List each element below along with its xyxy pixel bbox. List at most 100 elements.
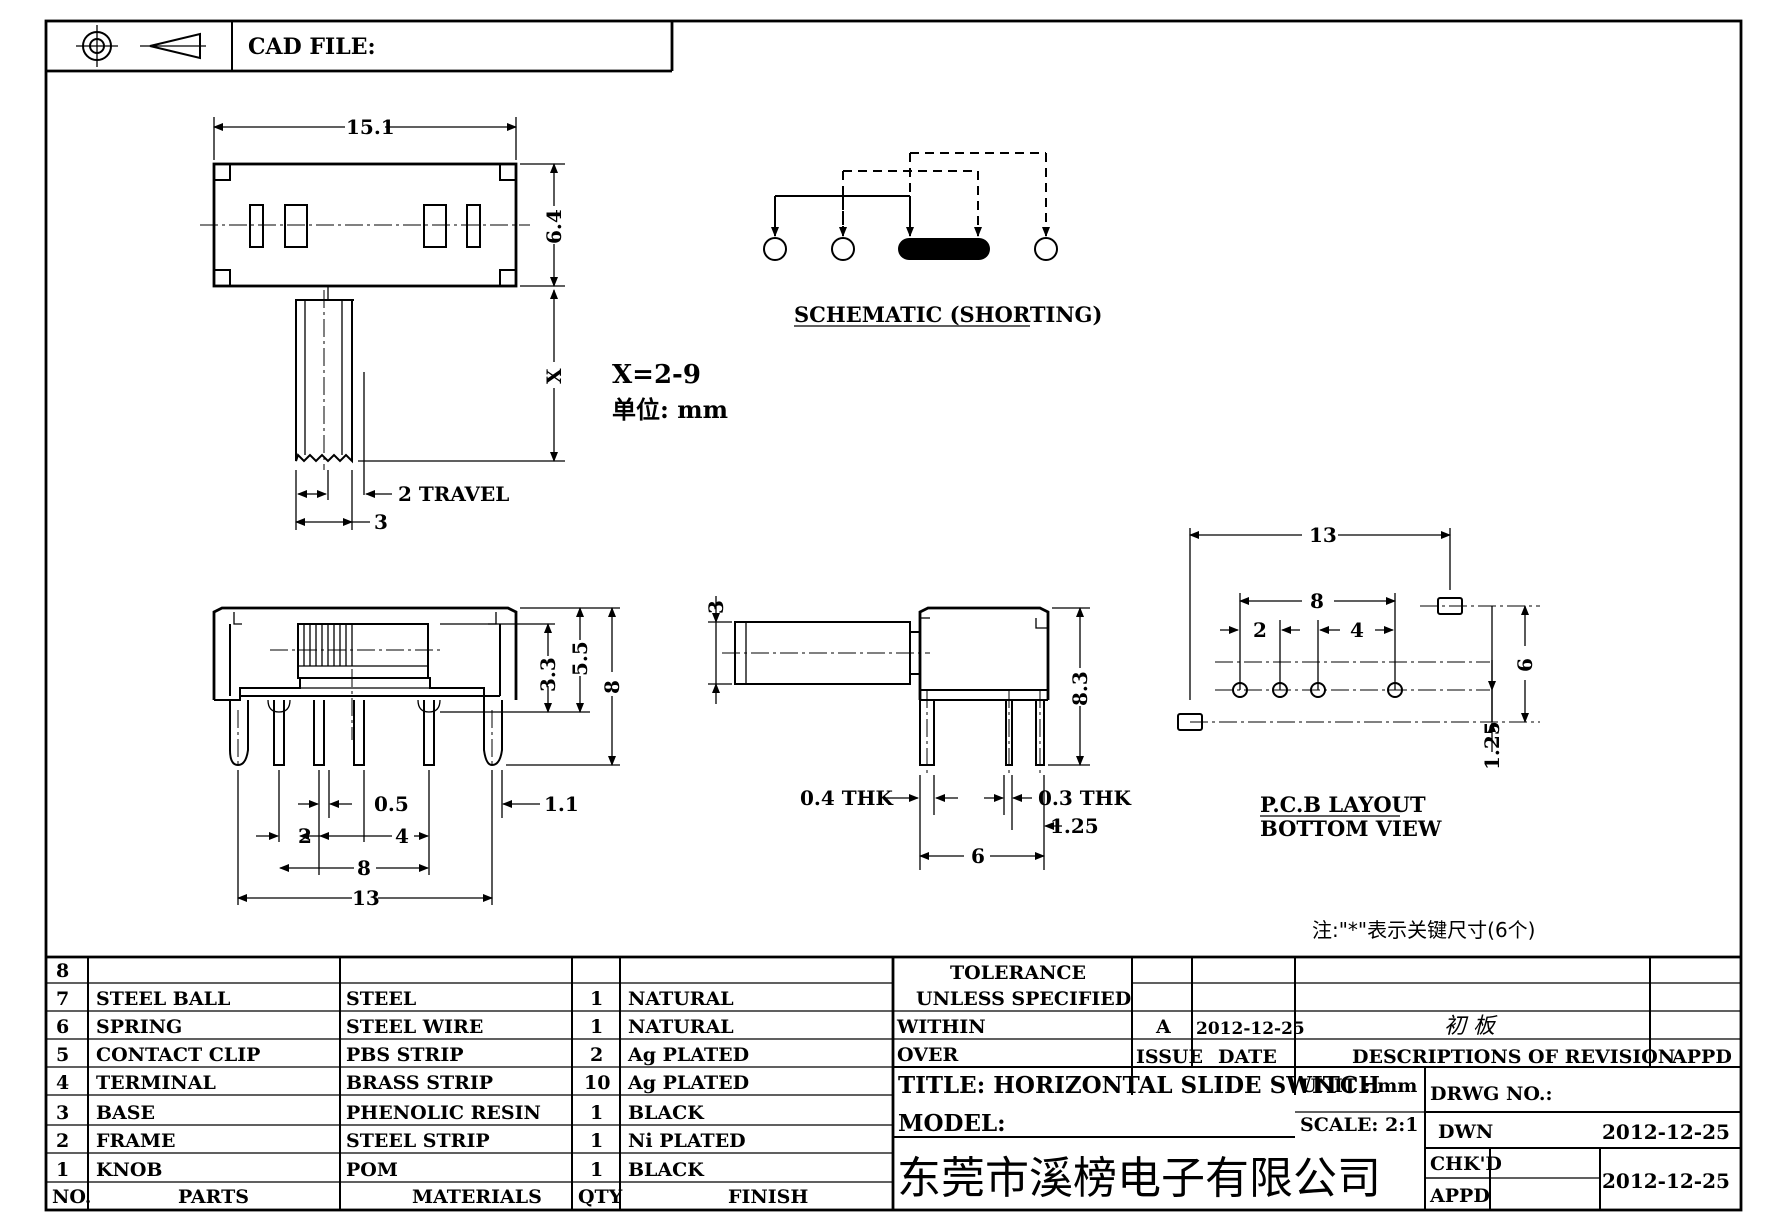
unit-note: 单位: mm [612, 395, 728, 424]
dim-front-0-5: 0.5 [374, 792, 409, 816]
dim-top-width: 15.1 [346, 115, 395, 139]
bom-row-material: STEEL WIRE [346, 1016, 483, 1038]
bom-row-no: 6 [56, 1016, 69, 1038]
bom-row-part: KNOB [96, 1159, 163, 1181]
dim-side-8-3: 8.3 [1068, 671, 1092, 706]
appd2-label: APPD [1429, 1185, 1490, 1207]
bom-row-qty: 1 [590, 988, 603, 1010]
dim-side-3: 3 [704, 600, 728, 614]
cad-file-label: CAD FILE: [248, 34, 376, 60]
schematic: SCHEMATIC (SHORTING) [763, 152, 1102, 327]
pcb-dim-4: 4 [1350, 618, 1364, 642]
pcb-dim-6: 6 [1513, 658, 1537, 672]
bom-row-no: 2 [56, 1130, 69, 1152]
pcb-layout: 13 8 2 4 6 1.25 P.C.B LAYOUT BOTTOM V [1177, 523, 1540, 841]
header-block: CAD FILE: [46, 21, 674, 73]
chkd-date: 2012-12-25 [1602, 1169, 1730, 1193]
descriptions-of-revision-label: DESCRIPTIONS OF REVISION [1352, 1046, 1675, 1068]
bom-row-no: 7 [56, 988, 69, 1010]
dim-side-0-3-thk: 0.3 THK [1038, 786, 1132, 810]
bom-header-finish: FINISH [728, 1186, 808, 1208]
bom-row-qty: 2 [590, 1044, 603, 1066]
bom-header-qty: QTY [578, 1186, 623, 1208]
dim-side-6: 6 [971, 844, 985, 868]
dwn-date: 2012-12-25 [1602, 1120, 1730, 1144]
bom-row-material: PBS STRIP [346, 1044, 464, 1066]
bom-row-part: TERMINAL [96, 1072, 216, 1094]
bom-row-part: STEEL BALL [96, 988, 230, 1010]
bom-row-material: STEEL [346, 988, 416, 1010]
bom-row-finish: Ag PLATED [627, 1044, 749, 1066]
dwn-label: DWN [1438, 1121, 1493, 1143]
bom-header-materials: MATERIALS [412, 1186, 542, 1208]
bom-row-finish: NATURAL [628, 1016, 734, 1038]
dim-side-0-4-thk: 0.4 THK [800, 786, 894, 810]
appd-label: APPD [1671, 1046, 1732, 1068]
bom-row-part: BASE [96, 1102, 155, 1124]
dim-front-8w: 8 [357, 856, 371, 880]
pcb-dim-8: 8 [1310, 589, 1324, 613]
title-block: TOLERANCE UNLESS SPECIFIED WITHIN OVER A… [893, 957, 1741, 1210]
pcb-dim-1-25: 1.25 [1480, 721, 1504, 770]
key-dimension-note: 注:"*"表示关键尺寸(6个) [1312, 918, 1535, 942]
dim-travel: 2 TRAVEL [398, 482, 509, 506]
bom-table [46, 955, 1741, 1210]
pcb-dim-13: 13 [1309, 523, 1337, 547]
dim-front-5-5: 5.5 [568, 641, 592, 676]
bom-row-qty: 1 [590, 1102, 603, 1124]
bom-header-parts: PARTS [178, 1186, 249, 1208]
bom-row-material: POM [346, 1159, 398, 1181]
chkd-label: CHK'D [1430, 1153, 1502, 1175]
within-label: WITHIN [896, 1016, 986, 1038]
bom-row-finish: Ni PLATED [628, 1130, 746, 1152]
bom-row-material: PHENOLIC RESIN [346, 1102, 541, 1124]
revision-date: 2012-12-25 [1196, 1019, 1305, 1039]
bom-row-material: BRASS STRIP [346, 1072, 493, 1094]
model-label: MODEL: [898, 1110, 1006, 1137]
unless-specified-label: UNLESS SPECIFIED [916, 988, 1131, 1010]
side-view: 3 8.3 0.4 THK 0.3 THK 1.25 6 [704, 596, 1132, 870]
dim-front-2: 2 [298, 824, 312, 848]
drawing-title: TITLE: HORIZONTAL SLIDE SWITCH [898, 1072, 1380, 1099]
dim-front-3-3: 3.3 [536, 657, 560, 692]
bom-row-no: 3 [56, 1102, 69, 1124]
bottom-view-label: BOTTOM VIEW [1260, 816, 1442, 841]
front-view: 3.3 5.5 8 0.5 1.1 2 4 8 13 [212, 606, 624, 910]
schematic-label: SCHEMATIC (SHORTING) [794, 302, 1102, 327]
date-label: DATE [1218, 1046, 1277, 1068]
issue-label: ISSUE [1136, 1046, 1203, 1068]
bom-row-qty: 10 [584, 1072, 610, 1094]
bom-row-finish: BLACK [628, 1102, 705, 1124]
bom-row-finish: NATURAL [628, 988, 734, 1010]
x-range: X=2-9 [612, 360, 701, 390]
projection-icon [76, 25, 206, 67]
revision-issue: A [1155, 1016, 1171, 1038]
bom-row-no: 5 [56, 1044, 69, 1066]
bom-row-part: FRAME [96, 1130, 176, 1152]
unit-label: UNIT : mm [1300, 1075, 1417, 1097]
dim-front-1-1: 1.1 [544, 792, 579, 816]
bom-row-qty: 1 [590, 1016, 603, 1038]
scale-label: SCALE: 2:1 [1300, 1114, 1419, 1136]
revision-description: 初 板 [1444, 1014, 1498, 1039]
dim-front-4: 4 [395, 824, 409, 848]
bom-row-no: 4 [56, 1072, 69, 1094]
dim-top-height: 6.4 [542, 209, 566, 244]
tolerance-label: TOLERANCE [950, 962, 1086, 984]
drwg-no-label: DRWG NO.: [1430, 1083, 1552, 1105]
bom-row-finish: BLACK [628, 1159, 705, 1181]
bom-row-part: CONTACT CLIP [96, 1044, 260, 1066]
pcb-dim-2: 2 [1253, 618, 1267, 642]
over-label: OVER [897, 1044, 958, 1066]
company-name: 东莞市溪榜电子有限公司 [897, 1153, 1381, 1204]
bom-row-part: SPRING [96, 1016, 182, 1038]
bom-headers: NO. PARTS MATERIALS QTY FINISH [52, 1186, 808, 1208]
pcb-layout-label: P.C.B LAYOUT [1260, 792, 1426, 817]
dim-front-13: 13 [352, 886, 380, 910]
bom-row-qty: 1 [590, 1159, 603, 1181]
bom-row-no: 1 [56, 1159, 69, 1181]
dim-knob-extension: X [542, 368, 566, 384]
bom-row-qty: 1 [590, 1130, 603, 1152]
